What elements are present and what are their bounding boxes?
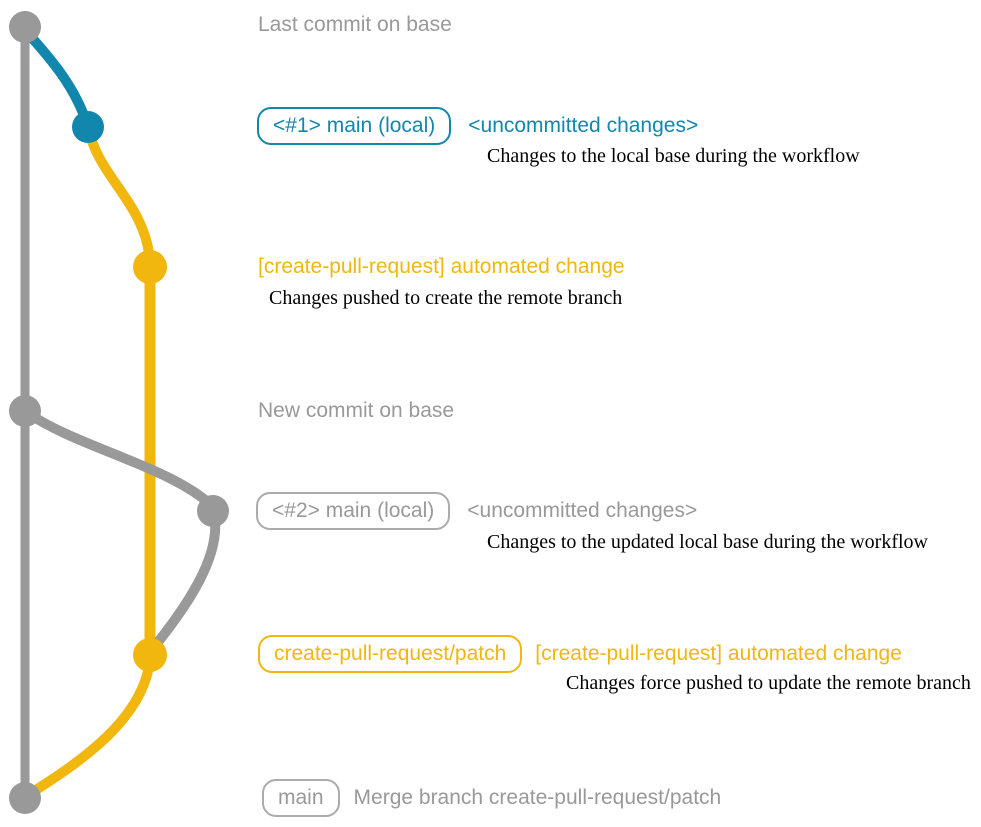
commit-node-last-base <box>9 11 41 43</box>
row-cpr-patch: create-pull-request/patch [create-pull-r… <box>258 635 902 673</box>
git-graph <box>9 11 229 814</box>
branch-badge-main-local-1: <#1> main (local) <box>257 107 452 145</box>
note-local-base-changes: Changes to the local base during the wor… <box>487 145 860 167</box>
note-updated-local-base-changes: Changes to the updated local base during… <box>487 531 928 553</box>
label-new-commit-on-base: New commit on base <box>258 399 455 422</box>
local-main-edge-1 <box>20 25 93 132</box>
commit-node-cpr-2 <box>133 638 167 672</box>
uncommitted-changes-label-1: <uncommitted changes> <box>468 114 699 137</box>
uncommitted-changes-label-2: <uncommitted changes> <box>467 499 698 522</box>
row-local-main-2: <#2> main (local) <uncommitted changes> <box>256 492 697 530</box>
commit-message-cpr-1: [create-pull-request] automated change <box>258 255 625 278</box>
row-local-main-1: <#1> main (local) <uncommitted changes> <box>257 107 698 145</box>
rebase-edge <box>20 406 221 656</box>
cpr-branch-edge-top <box>83 122 155 267</box>
label-last-commit-on-base: Last commit on base <box>258 13 452 36</box>
commit-node-local-main-2 <box>197 495 229 527</box>
cpr-merge-edge <box>23 655 155 800</box>
commit-node-cpr-1 <box>133 250 167 284</box>
branch-badge-main: main <box>262 779 340 817</box>
note-push-create-branch: Changes pushed to create the remote bran… <box>269 287 623 309</box>
row-merge: main Merge branch create-pull-request/pa… <box>262 779 721 817</box>
branch-badge-cpr-patch: create-pull-request/patch <box>258 635 523 673</box>
branch-badge-main-local-2: <#2> main (local) <box>256 492 451 530</box>
commit-node-merge <box>9 782 41 814</box>
commit-message-merge: Merge branch create-pull-request/patch <box>353 786 722 809</box>
commit-message-cpr-2: [create-pull-request] automated change <box>535 642 902 665</box>
note-force-push-update-branch: Changes force pushed to update the remot… <box>566 672 971 694</box>
commit-node-new-base <box>9 395 41 427</box>
commit-node-local-main-1 <box>72 111 104 143</box>
